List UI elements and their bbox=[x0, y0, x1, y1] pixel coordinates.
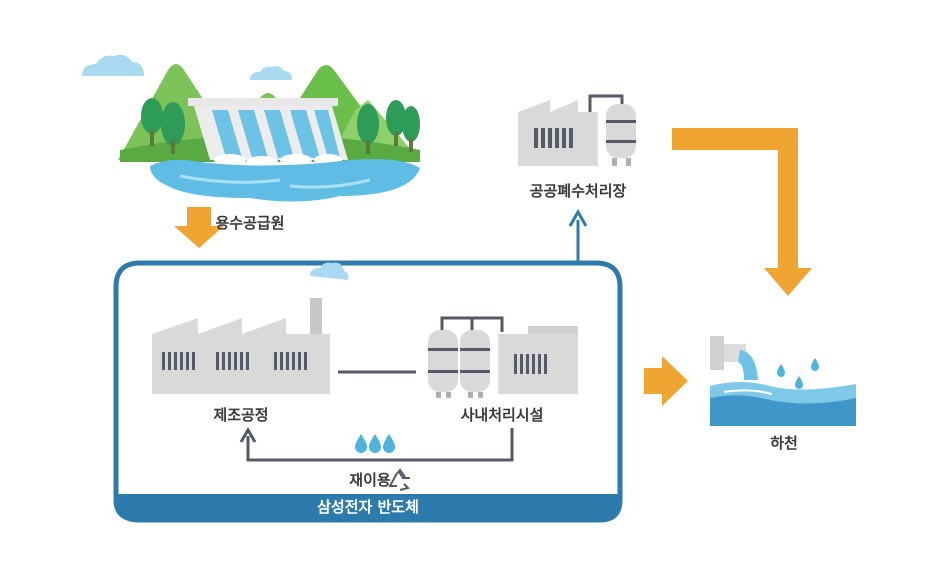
water-supply-label: 용수공급원 bbox=[215, 214, 285, 232]
factory-icon bbox=[152, 262, 349, 394]
reuse-label: 재이용 bbox=[349, 471, 391, 489]
public-treatment-facility-icon bbox=[518, 94, 636, 166]
company-frame bbox=[113, 260, 623, 523]
company-label: 삼성전자 반도체 bbox=[317, 498, 419, 516]
reuse-loop-arrow bbox=[246, 428, 514, 462]
river-label: 하천 bbox=[770, 434, 798, 452]
discharge-arrow bbox=[672, 128, 812, 296]
company-banner bbox=[118, 494, 618, 518]
supply-arrow bbox=[174, 207, 224, 248]
manufacturing-label: 제조공정 bbox=[213, 406, 269, 424]
water-drop-icon bbox=[355, 434, 395, 453]
treatment-tank-icon bbox=[428, 316, 578, 398]
onsite-treatment-label: 사내처리시설 bbox=[460, 406, 544, 424]
outfall-pipe-icon bbox=[710, 336, 856, 426]
dam-icon bbox=[82, 54, 420, 202]
recycle-icon bbox=[388, 468, 410, 491]
public-wastewater-label: 공공폐수처리장 bbox=[529, 182, 627, 200]
river-arrow bbox=[644, 356, 688, 406]
